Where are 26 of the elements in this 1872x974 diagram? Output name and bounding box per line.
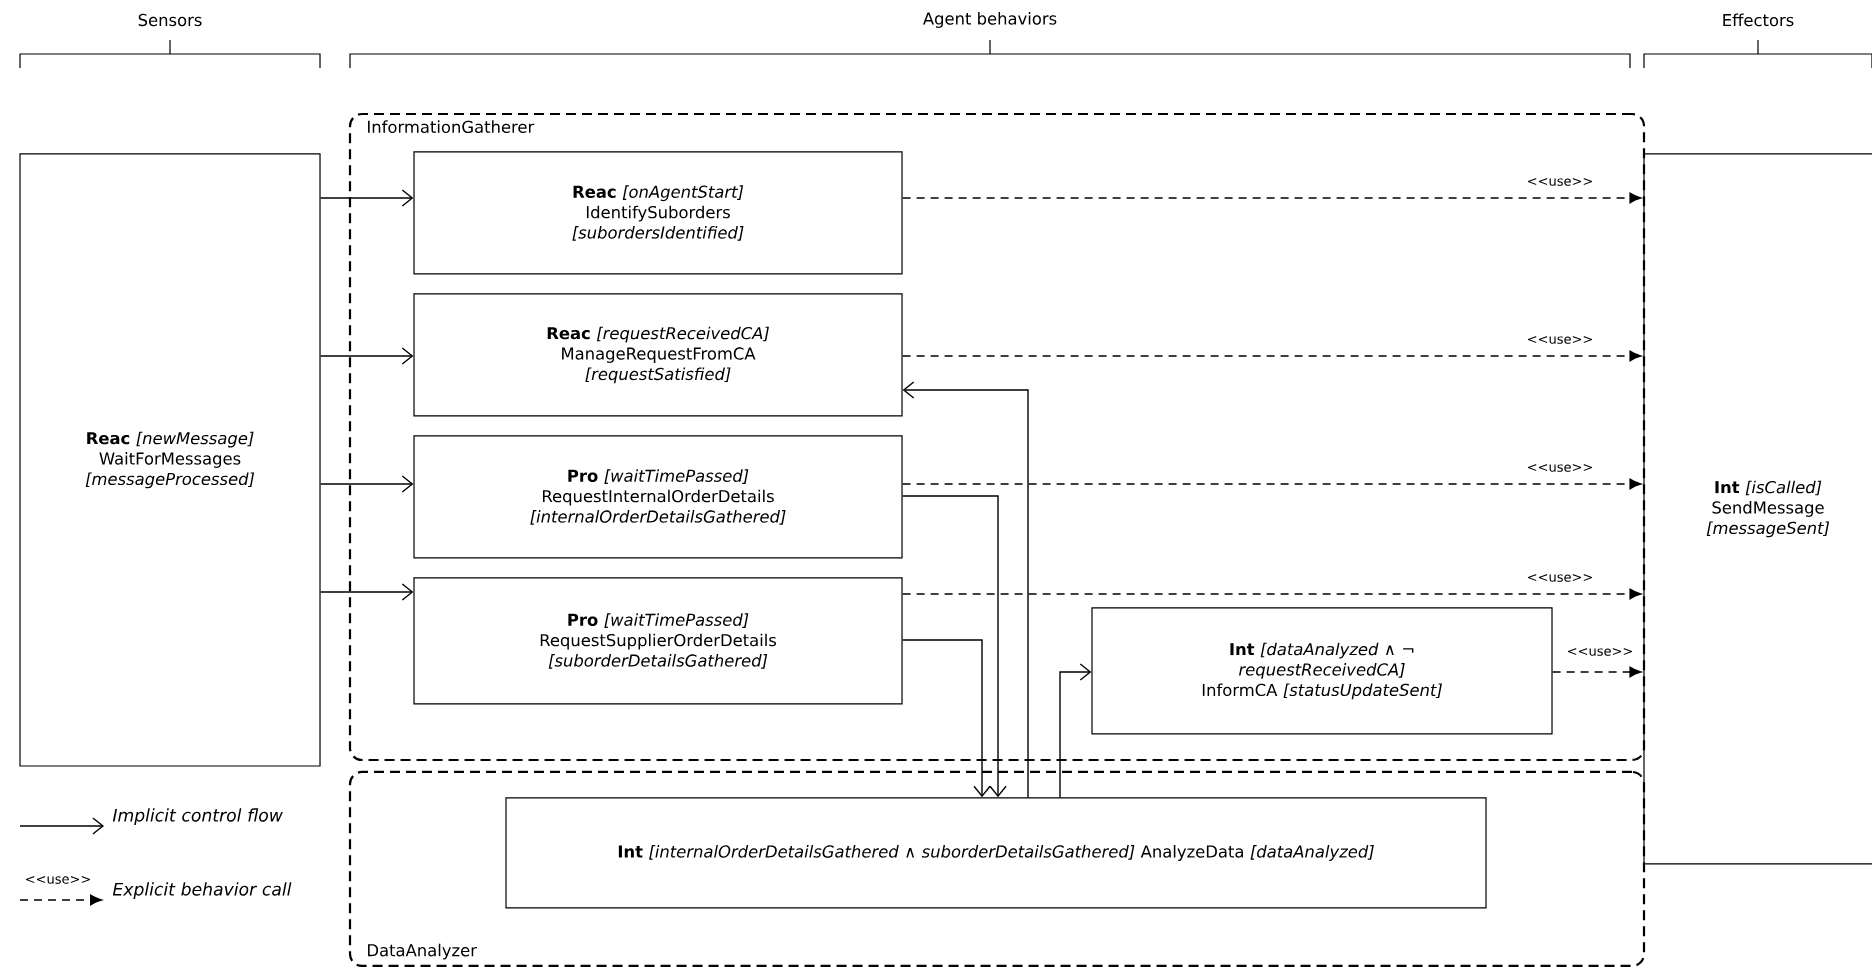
behavior-box: Pro [waitTimePassed] RequestSupplierOrderDetails [suborderDetailsGathered] [413,577,903,705]
arrow [902,381,1029,799]
legend-text: Explicit behavior call [112,882,292,899]
behavior-box: Int [internalOrderDetailsGathered ∧ suborderDetailsGathered] AnalyzeData [dataAnalyzed] [505,797,1487,909]
behavior-box: Pro [waitTimePassed] RequestInternalOrderDetails [internalOrderDetailsGathered] [413,435,903,559]
arrow [319,583,414,601]
column-heading: Sensors [138,13,202,27]
behavior-box: Reac [requestReceivedCA] ManageRequestFromCA [requestSatisfied] [413,293,903,417]
behavior-box: Reac [newMessage] WaitForMessages [messageProcessed] [19,153,321,767]
dashed-arrow [901,192,1642,204]
dashed-arrow [901,588,1642,600]
arrow [319,189,414,207]
column-heading: Agent behaviors [923,12,1057,28]
dashed-arrow [901,478,1642,490]
arrow [901,495,1007,798]
arrow [319,347,414,365]
legend-text: Implicit control flow [112,808,283,825]
behavior-box: Int [isCalled] SendMessage [messageSent] [1643,153,1872,865]
column-heading: Effectors [1723,13,1794,27]
arrow [319,475,414,493]
arrow [901,639,991,798]
dashed-arrow [901,350,1642,362]
behavior-box: Reac [onAgentStart] IdentifySuborders [subordersIdentified] [413,151,903,275]
dashed-arrow [1551,666,1642,678]
arrow [1059,663,1092,799]
behavior-box: Int [dataAnalyzed ∧ ¬ requestReceivedCA] InformCA [statusUpdateSent] [1091,607,1553,735]
